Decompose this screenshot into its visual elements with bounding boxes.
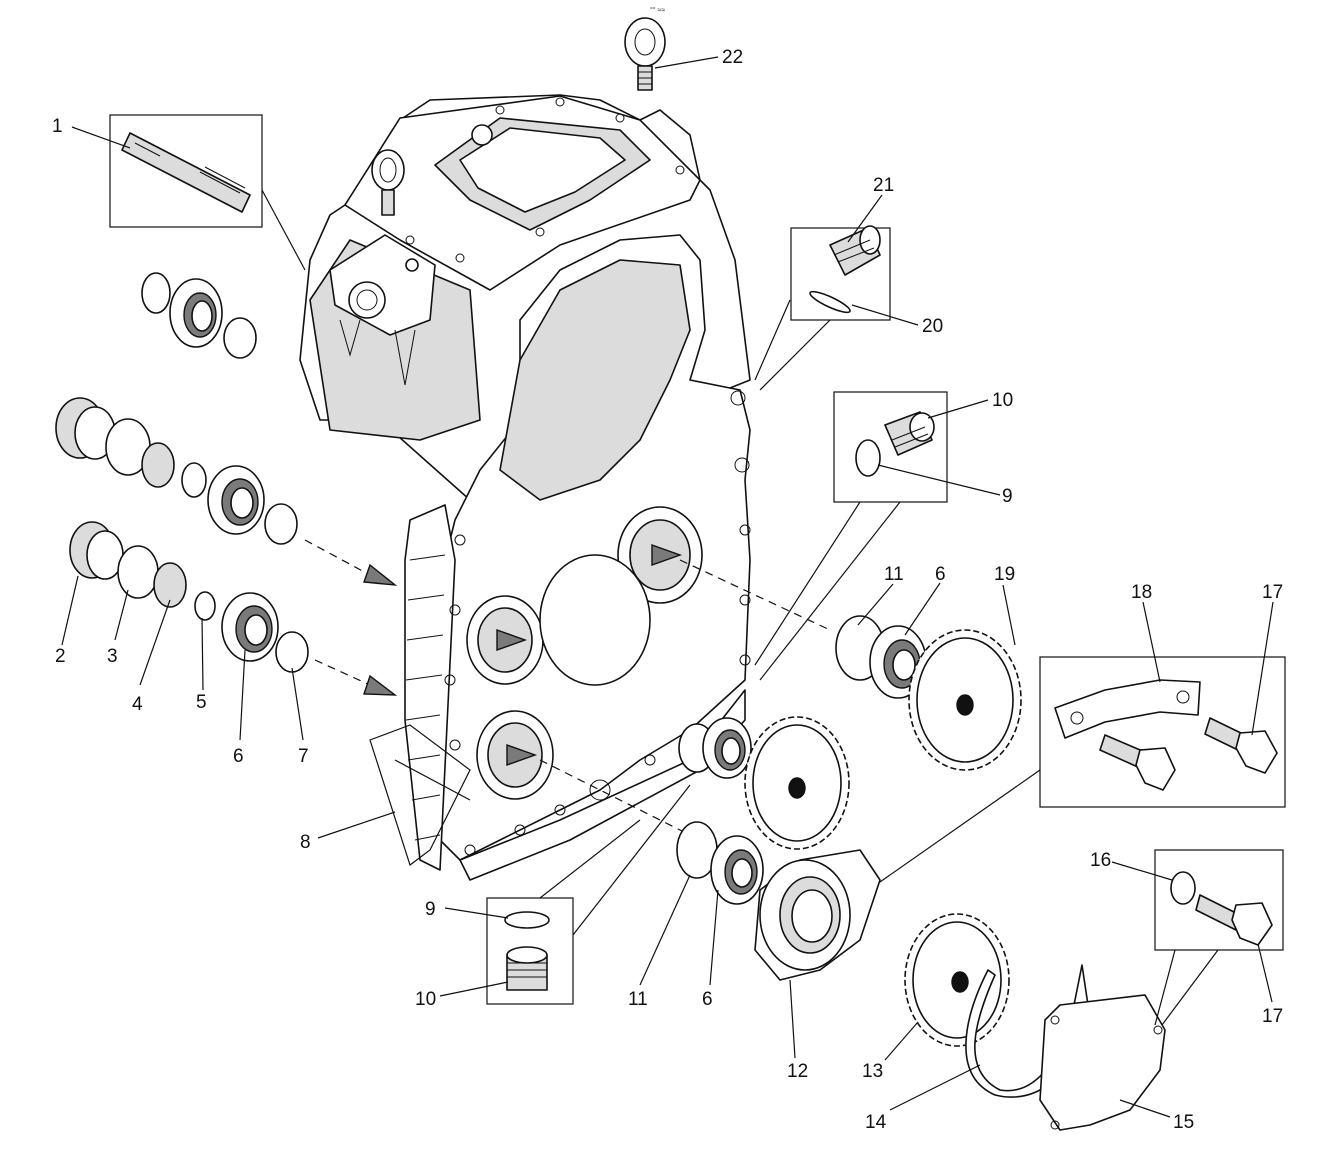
bearing-lower (678, 717, 752, 779)
callout-12: 12 (787, 1061, 808, 1082)
callout-6c: 6 (935, 564, 946, 585)
callout-5: 5 (196, 692, 207, 713)
callout-labels: 1 2 3 4 5 6 7 8 9 10 11 6 12 13 14 15 16… (52, 47, 1283, 1133)
gearbox-housing (299, 94, 751, 881)
bearing-set-top (141, 272, 257, 359)
callout-2: 2 (55, 646, 66, 667)
callout-8: 8 (300, 832, 311, 853)
plate-bolts (879, 656, 1286, 883)
callout-bracket-8 (369, 724, 471, 866)
bearing-set-bottom (69, 521, 309, 673)
callout-15: 15 (1173, 1112, 1194, 1133)
callout-6a: 6 (233, 746, 244, 767)
callout-3: 3 (107, 646, 118, 667)
bearing-cover (754, 849, 881, 981)
callout-18: 18 (1131, 582, 1152, 603)
callout-14: 14 (865, 1112, 887, 1133)
callout-11b: 11 (884, 564, 904, 585)
callout-16: 16 (1090, 850, 1111, 871)
assembly-arrows (304, 539, 831, 841)
callout-10b: 10 (992, 390, 1013, 411)
gear-upper (908, 629, 1022, 771)
vent-plug (754, 225, 891, 391)
callout-13: 13 (862, 1061, 883, 1082)
bearing-bottom-mid (676, 821, 764, 905)
callout-17a: 17 (1262, 1006, 1283, 1027)
callout-21: 21 (873, 175, 894, 196)
bolt-washer (1154, 849, 1284, 1026)
callout-10a: 10 (415, 989, 436, 1010)
gear-middle (744, 716, 850, 850)
callout-22: 22 (722, 47, 743, 68)
callout-9b: 9 (1002, 486, 1013, 507)
header-mark: °° ≈≈ (650, 6, 665, 14)
callout-19: 19 (994, 564, 1015, 585)
callout-4: 4 (132, 694, 143, 715)
leader-lines (61, 56, 1274, 1118)
callout-9a: 9 (425, 899, 436, 920)
callout-17b: 17 (1262, 582, 1283, 603)
eye-bolt (624, 17, 666, 91)
drain-plug-top (754, 391, 948, 681)
callout-20: 20 (922, 316, 943, 337)
cover-plate (1039, 994, 1166, 1131)
callout-7: 7 (298, 746, 309, 767)
callout-6b: 6 (702, 989, 713, 1010)
drain-plug-bottom (486, 784, 691, 1005)
bearing-set-mid (55, 397, 298, 545)
callout-11a: 11 (628, 989, 648, 1010)
callout-1: 1 (52, 116, 63, 137)
stud-bolt (109, 114, 306, 271)
